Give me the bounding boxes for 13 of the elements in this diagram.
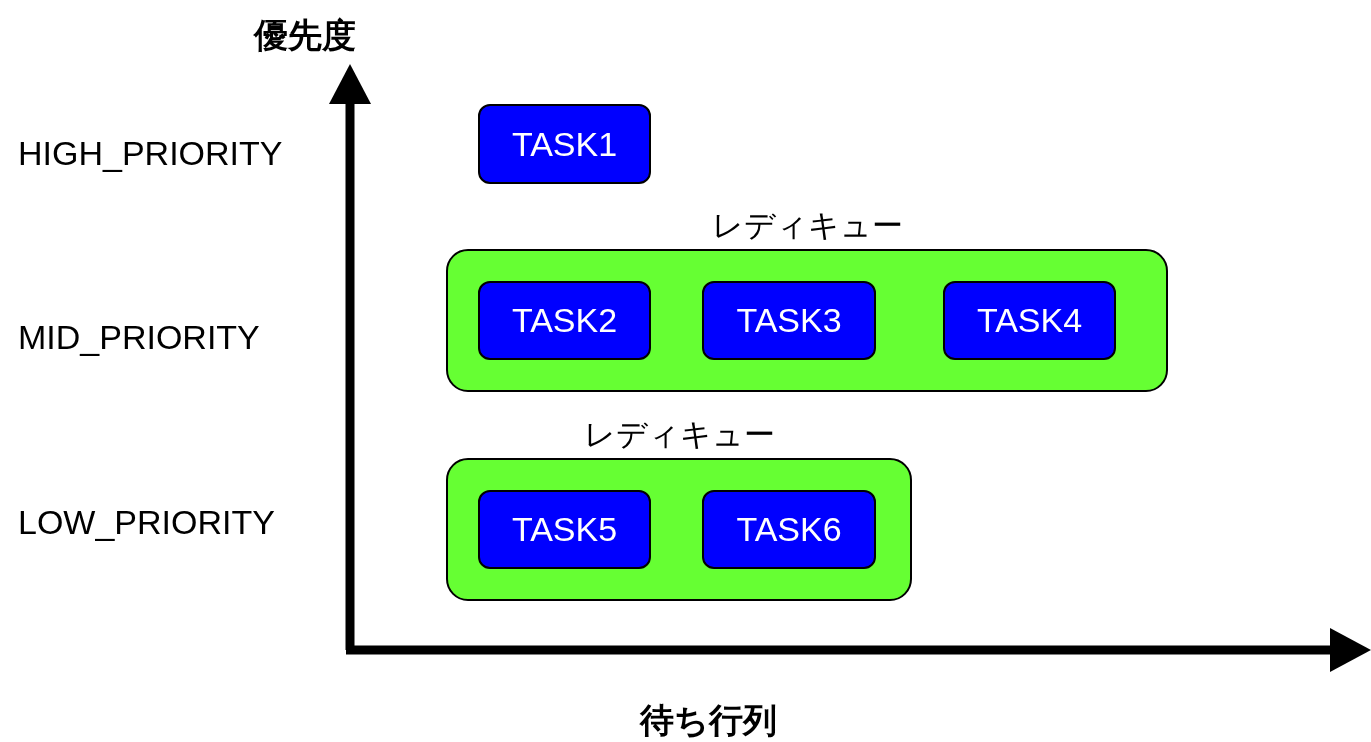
- queue-label: レディキュー: [710, 207, 904, 245]
- axis-label: 優先度: [254, 15, 356, 55]
- task-box: TASK1: [478, 104, 651, 184]
- priority-label: HIGH_PRIORITY: [18, 133, 283, 173]
- task-box: TASK6: [702, 490, 876, 569]
- task-box: TASK4: [943, 281, 1116, 360]
- priority-label: LOW_PRIORITY: [18, 502, 275, 542]
- task-box: TASK5: [478, 490, 651, 569]
- task-box: TASK3: [702, 281, 876, 360]
- axis-label: 待ち行列: [639, 700, 777, 740]
- priority-label: MID_PRIORITY: [18, 317, 260, 357]
- queue-label: レディキュー: [582, 416, 776, 454]
- task-box: TASK2: [478, 281, 651, 360]
